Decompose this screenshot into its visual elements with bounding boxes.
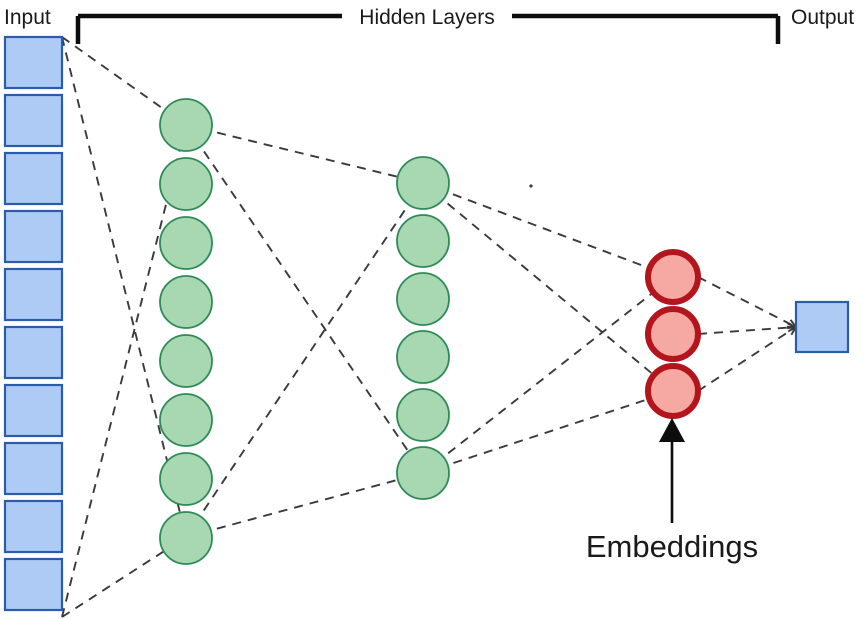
input-layer-node <box>3 151 64 206</box>
hidden-layer-1-node <box>159 98 213 152</box>
hidden-layer-2-node <box>396 214 450 268</box>
diagram-labels: Input Hidden Layers Output Embeddings <box>4 6 854 564</box>
edge-hidden2-to-embeddings <box>422 276 674 474</box>
hidden-layers-bracket <box>75 13 781 44</box>
hidden-layers-label: Hidden Layers <box>359 6 494 29</box>
edge-hidden1-to-hidden2 <box>185 182 424 538</box>
embeddings-layer-node <box>645 306 701 362</box>
stray-dot-artifact <box>529 184 533 188</box>
edge-input-to-hidden1 <box>61 124 187 618</box>
input-layer-node <box>3 383 64 438</box>
input-layer-node <box>3 325 64 380</box>
edge-hidden1-to-hidden2 <box>185 472 424 538</box>
edge-input-to-hidden1 <box>61 536 187 618</box>
embeddings-layer-node <box>645 363 701 419</box>
input-layer-node <box>3 35 64 90</box>
edge-input-to-hidden1 <box>61 36 187 538</box>
hidden-layer-2-node <box>396 330 450 384</box>
edge-hidden2-to-embeddings <box>422 182 674 278</box>
output-layer-node <box>794 300 850 354</box>
hidden-layer-1-node <box>159 511 213 565</box>
edge-embeddings-to-output <box>697 276 797 328</box>
hidden-layer-1-node <box>159 275 213 329</box>
edge-embeddings-to-output <box>697 326 797 335</box>
input-layer-node <box>3 93 64 148</box>
hidden-layer-1-node <box>159 157 213 211</box>
input-layer-node <box>3 209 64 264</box>
edge-embeddings-to-output <box>697 326 797 392</box>
embeddings-label: Embeddings <box>586 529 758 564</box>
input-layer-node <box>3 557 64 612</box>
input-layer-node <box>3 499 64 554</box>
hidden-layer-1-node <box>159 334 213 388</box>
hidden-layer-2-node <box>396 388 450 442</box>
input-layer-node <box>3 267 64 322</box>
hidden-layer-2-node <box>396 272 450 326</box>
embeddings-arrow-head <box>659 418 685 442</box>
hidden-layer-1-node <box>159 216 213 270</box>
output-label: Output <box>791 6 854 29</box>
embeddings-annotation-arrow <box>659 418 685 523</box>
hidden-layer-2-node <box>396 156 450 210</box>
hidden-layer-1-node <box>159 452 213 506</box>
input-layer-node <box>3 441 64 496</box>
hidden-layer-1-node <box>159 393 213 447</box>
edge-hidden1-to-hidden2 <box>185 124 424 474</box>
hidden-layer-2-node <box>396 446 450 500</box>
network-nodes <box>3 35 850 612</box>
edge-hidden2-to-embeddings <box>422 182 674 392</box>
edge-hidden2-to-embeddings <box>422 390 674 474</box>
input-label: Input <box>4 6 51 29</box>
embeddings-layer-node <box>645 249 701 305</box>
edge-hidden1-to-hidden2 <box>185 124 424 184</box>
